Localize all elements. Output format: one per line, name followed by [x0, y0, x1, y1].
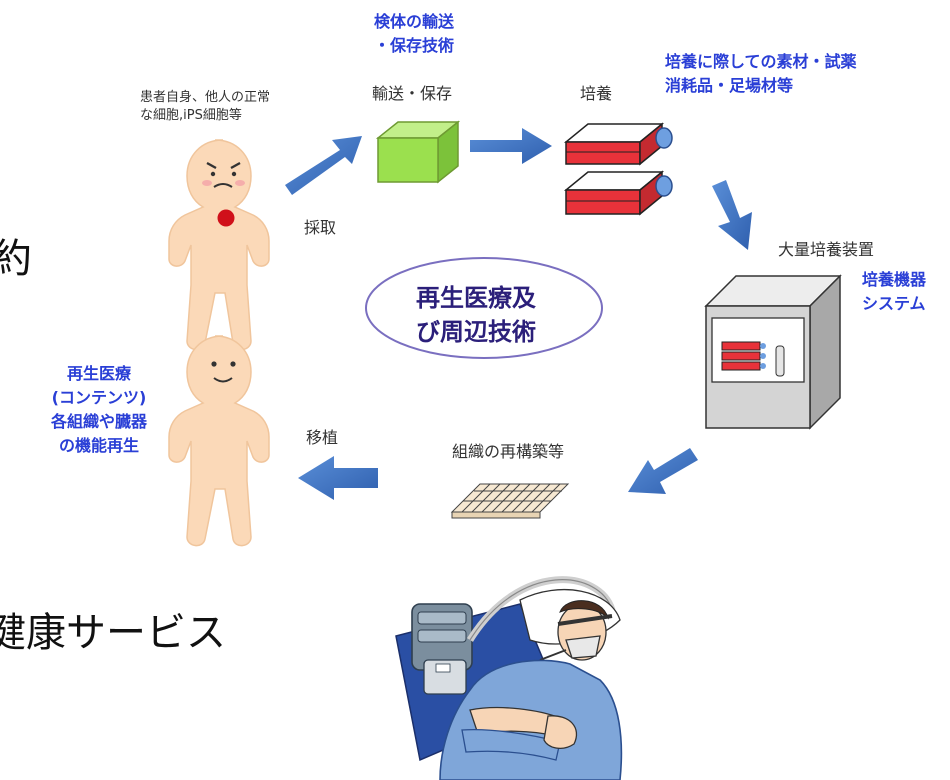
arrow-to-culture-icon	[470, 128, 552, 164]
tissue-reconstruction-label: 組織の再構築等	[452, 442, 565, 461]
center-label-line1: 再生医療及	[416, 284, 536, 312]
mass-culture-device-icon	[704, 274, 842, 430]
regen-content-label-line3: 各組織や臓器	[50, 412, 147, 431]
arrow-harvest-icon	[285, 136, 362, 195]
transplant-label: 移植	[306, 428, 339, 447]
storage-box-icon	[375, 120, 461, 184]
regen-content-label-line2: (コンテンツ)	[51, 388, 147, 407]
home-medical-care-illustration	[395, 576, 623, 780]
materials-label-line1: 培養に際しての素材・試薬	[665, 52, 857, 71]
specimen-tech-label-line2: ・保存技術	[374, 36, 455, 55]
culture-label: 培養	[580, 84, 613, 103]
cell-source-label-line1: 患者自身、他人の正常	[140, 90, 271, 105]
patient-figure-icon	[168, 139, 270, 351]
arrow-to-tissue-icon	[628, 448, 698, 494]
culture-system-label-line1: 培養機器	[862, 270, 927, 289]
culture-system-label-line2: システム	[862, 294, 926, 313]
recovered-person-icon	[168, 335, 270, 547]
cropped-slide-text-1: 約	[0, 236, 32, 282]
arrow-transplant-icon	[298, 456, 378, 500]
culture-flasks-icon	[563, 122, 673, 216]
tissue-grid-icon	[450, 483, 570, 519]
arrow-to-device-icon	[712, 180, 752, 250]
regen-content-label-line1: 再生医療	[66, 364, 131, 383]
transport-storage-label: 輸送・保存	[372, 84, 453, 103]
materials-label-line2: 消耗品・足場材等	[665, 76, 794, 95]
specimen-tech-label-line1: 検体の輸送	[374, 12, 455, 31]
harvest-label: 採取	[304, 218, 337, 237]
cell-source-label-line2: な細胞,iPS細胞等	[140, 108, 242, 123]
center-ellipse	[365, 257, 603, 359]
regen-content-label-line4: の機能再生	[58, 436, 139, 455]
cropped-slide-text-2: 健康サービス	[0, 610, 226, 656]
center-label-line2: び周辺技術	[416, 318, 536, 346]
mass-culture-device-label: 大量培養装置	[778, 240, 875, 259]
